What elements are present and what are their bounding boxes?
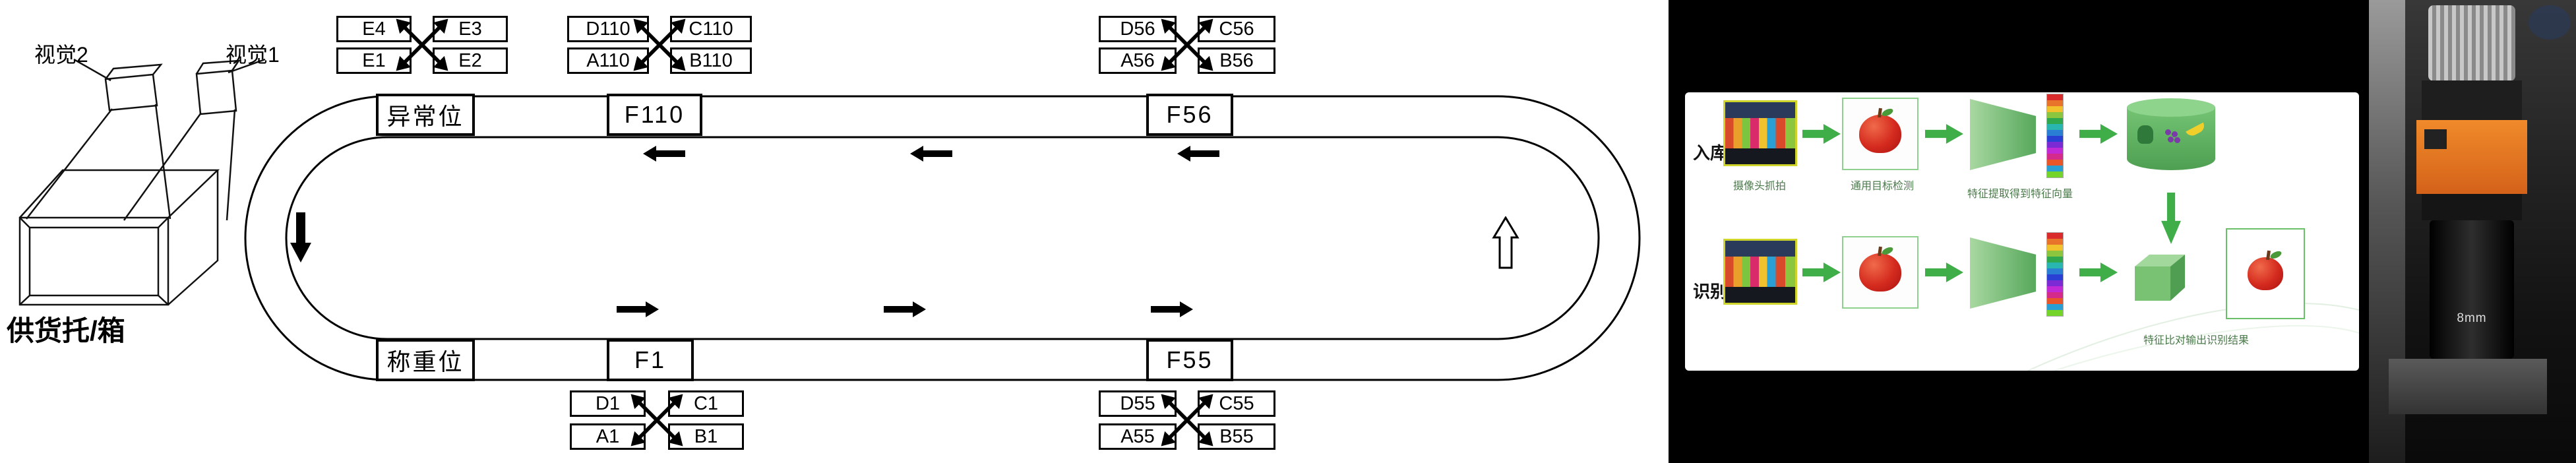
recognition-result-box	[2226, 228, 2305, 319]
position-cell: A55	[1099, 423, 1177, 450]
conveyor-diagram: 视觉2 视觉1 供货托/箱 异常位 F110 F56 称重位 F1 F55 E4…	[7, 16, 1641, 450]
caption-detect: 通用目标检测	[1850, 181, 1914, 192]
result-apple-image	[2248, 257, 2283, 290]
screen-header	[1725, 241, 1795, 257]
apple-image	[1859, 115, 1901, 153]
recognition-pipeline-slide: 入库 摄像头抓拍 通用目标检测 特征提取得到特征向量	[1669, 0, 2369, 463]
flow-arrow-up-icon	[1492, 216, 1519, 269]
conveyor-track-drawing	[18, 58, 1641, 381]
transfer-group-56: D56 C56 A56 B56	[1099, 16, 1275, 74]
camera-snapshot-recognize	[1723, 239, 1797, 305]
cable	[2529, 5, 2571, 40]
lens-focal-label: 8mm	[2457, 311, 2487, 325]
feature-vector-bar-recognize	[2046, 232, 2064, 317]
camera-body-top	[2422, 80, 2522, 120]
flow-arrow-right-icon	[1151, 301, 1193, 317]
fruit-shelf	[1725, 118, 1795, 148]
detected-apple-recognize	[1842, 236, 1918, 309]
supply-crate-wireframe	[18, 169, 220, 306]
row-label-recognize: 识别	[1693, 282, 1728, 301]
flow-arrow-left-icon	[1177, 146, 1219, 162]
cross-swap-arrows-icon	[628, 14, 691, 76]
detected-apple-enroll	[1842, 98, 1918, 170]
camera-photo: 8mm	[2369, 0, 2576, 463]
camera-body-bottom	[2422, 194, 2522, 220]
transfer-group-e: E4 E3 E1 E2	[336, 16, 508, 74]
hand-icon	[2137, 125, 2153, 144]
station-f1: F1	[607, 339, 694, 381]
screen-header	[1725, 102, 1795, 119]
caption-camera: 摄像头抓拍	[1733, 181, 1786, 192]
comparison-box-3d	[2135, 255, 2185, 301]
caption-feature: 特征提取得到特征向量	[1967, 189, 2073, 200]
band-notch	[2424, 129, 2447, 149]
station-weigh: 称重位	[376, 339, 475, 381]
caption-compare: 特征比对输出识别结果	[2143, 335, 2249, 346]
supply-box-label: 供货托/箱	[7, 315, 125, 346]
cross-swap-arrows-icon	[625, 389, 689, 451]
cross-swap-arrows-icon	[1155, 14, 1219, 76]
station-f110: F110	[607, 94, 702, 136]
flow-arrow-left-icon	[643, 146, 685, 162]
row-label-enroll: 入库	[1693, 143, 1728, 163]
cross-swap-arrows-icon	[1155, 389, 1219, 451]
transfer-group-55: D55 C55 A55 B55	[1099, 390, 1275, 450]
position-cell: A56	[1099, 47, 1177, 74]
transfer-group-1: D1 C1 A1 B1	[570, 390, 744, 450]
banana-icon	[2186, 122, 2207, 139]
station-abnormal: 异常位	[376, 94, 475, 136]
feature-database-cylinder	[2127, 98, 2215, 170]
vision1-camera-wireframe	[123, 58, 266, 221]
screen-base	[1725, 286, 1795, 303]
flow-arrow-right-icon	[884, 301, 926, 317]
station-f56: F56	[1146, 94, 1233, 136]
flow-arrow-right-icon	[617, 301, 659, 317]
position-cell: C1	[668, 390, 744, 417]
mount-plate	[2389, 359, 2547, 414]
vision2-camera-wireframe	[26, 58, 171, 220]
feature-vector-bar-enroll	[2046, 94, 2064, 178]
apple-image	[1859, 253, 1901, 292]
vision1-label: 视觉1	[226, 43, 280, 67]
transfer-group-110: D110 C110 A110 B110	[567, 16, 752, 74]
flow-arrow-down-icon	[290, 212, 311, 262]
camera-heatsink	[2428, 5, 2515, 81]
lens-barrel: 8mm	[2430, 220, 2514, 359]
fruit-shelf	[1725, 257, 1795, 287]
pipeline-panel: 入库 摄像头抓拍 通用目标检测 特征提取得到特征向量	[1685, 92, 2359, 371]
vision2-label: 视觉2	[34, 43, 88, 67]
cross-swap-arrows-icon	[390, 14, 454, 76]
flow-arrow-left-icon	[910, 146, 952, 162]
decorative-curves	[2027, 303, 2359, 371]
station-f55: F55	[1146, 339, 1233, 381]
grapes-icon	[2165, 129, 2171, 135]
screen-base	[1725, 148, 1795, 164]
camera-snapshot-enroll	[1723, 100, 1797, 166]
